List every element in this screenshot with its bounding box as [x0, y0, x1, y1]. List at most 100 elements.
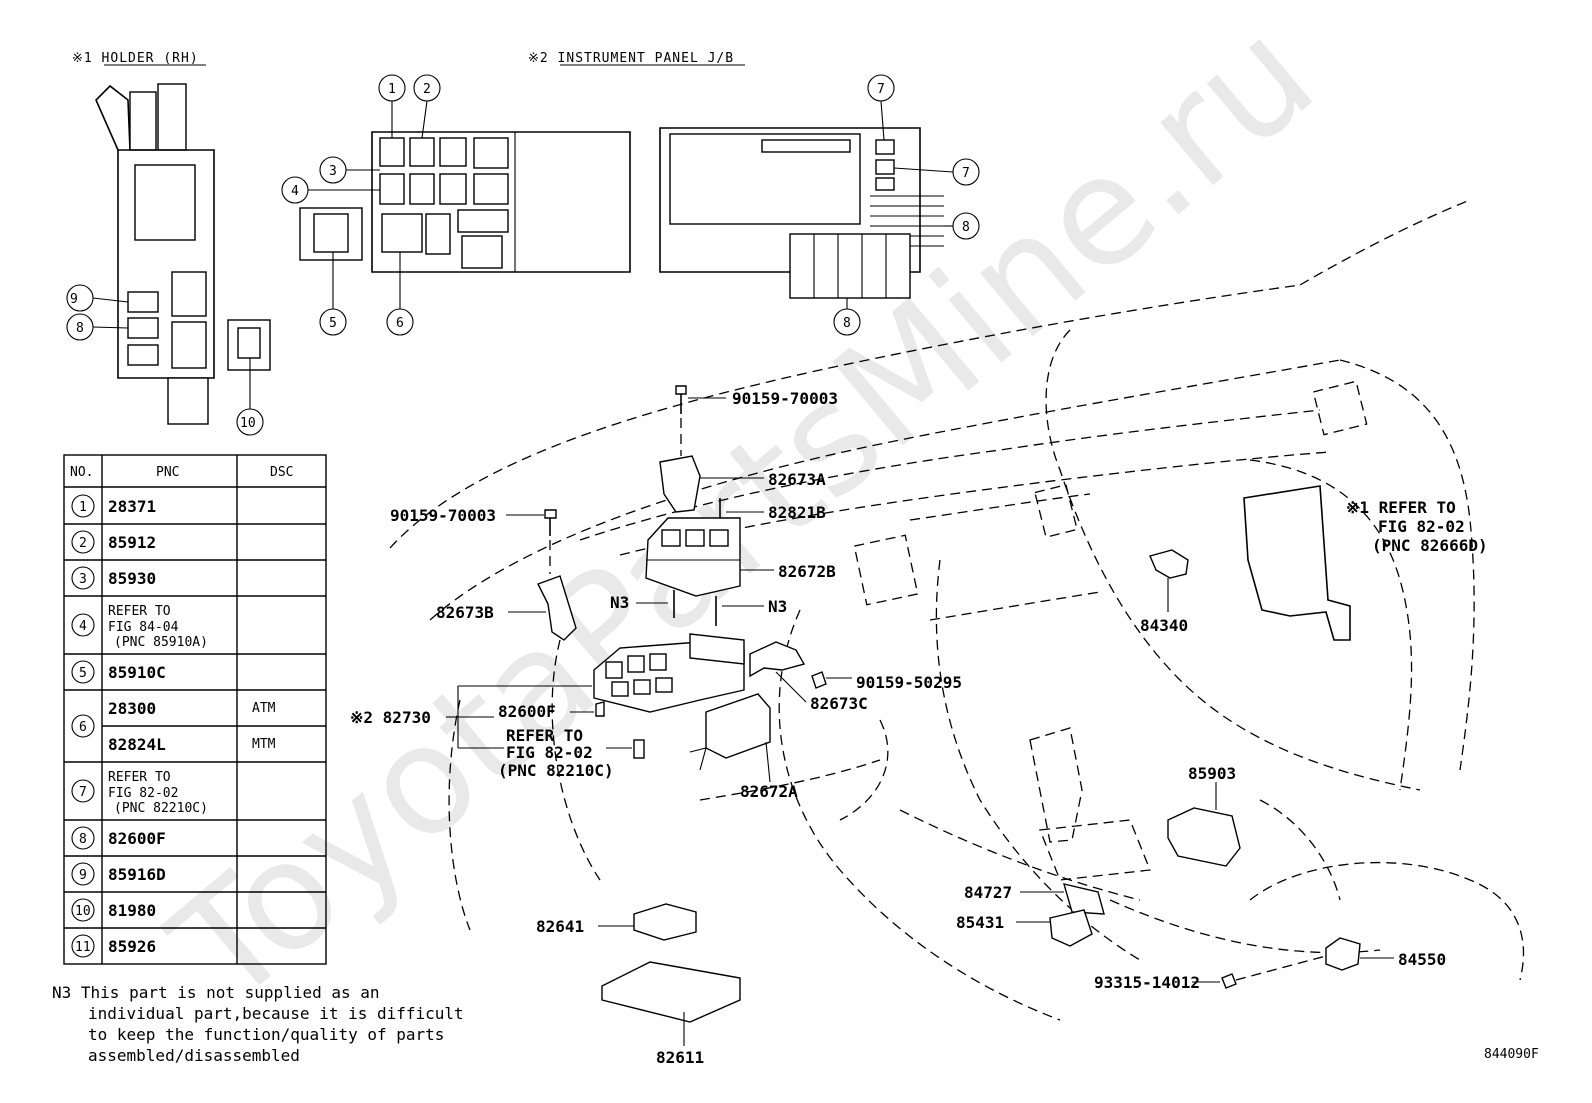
callout-5: 5 — [319, 252, 347, 336]
label-85431: 85431 — [956, 913, 1004, 932]
label-82673A: 82673A — [768, 470, 826, 489]
svg-text:7: 7 — [79, 785, 87, 800]
svg-text:2: 2 — [423, 82, 431, 97]
jb-front-drawing — [299, 131, 631, 273]
table-row-pnc: 28371 — [108, 497, 156, 516]
label-90159-50295: 90159-50295 — [856, 673, 962, 692]
callout-10: 10 — [236, 358, 264, 436]
svg-text:8: 8 — [843, 316, 851, 331]
svg-text:individual part,because it is: individual part,because it is difficult — [88, 1004, 464, 1023]
callout-8a: 8 — [944, 212, 980, 240]
table-row-refer: REFER TO — [108, 604, 171, 619]
refer-line: FIG 82-02 — [506, 743, 593, 762]
svg-text:7: 7 — [877, 82, 885, 97]
part-85903: 85903 — [1167, 764, 1241, 867]
callout-7a: 7 — [867, 74, 895, 141]
callout-11: 9 — [66, 284, 129, 312]
svg-text:4: 4 — [79, 619, 87, 634]
table-row-pnc: 85930 — [108, 569, 156, 588]
holder-rh-drawing — [95, 83, 271, 425]
table-row-refer: (PNC 82210C) — [114, 801, 208, 816]
holder-bracket — [1243, 485, 1351, 641]
bracket-82673A: 82673A — [659, 455, 826, 513]
svg-text:10: 10 — [75, 904, 91, 919]
table-row-dsc: ATM — [252, 701, 276, 716]
svg-text:9: 9 — [79, 868, 87, 883]
svg-text:to keep the function/quality o: to keep the function/quality of parts — [88, 1025, 444, 1044]
svg-text:1: 1 — [79, 500, 87, 515]
table-row-pnc: 81980 — [108, 901, 156, 920]
callout-4: 4 — [281, 176, 380, 204]
callout-6: 6 — [386, 252, 414, 336]
table-row-pnc: 28300 — [108, 699, 156, 718]
part-84550: 84550 — [1325, 937, 1446, 971]
label-82673C: 82673C — [810, 694, 868, 713]
part-85431: 85431 — [956, 909, 1093, 947]
svg-text:5: 5 — [329, 316, 337, 331]
svg-text:5: 5 — [79, 666, 87, 681]
label-93315-14012: 93315-14012 — [1094, 973, 1200, 992]
svg-text:1: 1 — [388, 82, 396, 97]
table-row-pnc: 82824L — [108, 735, 166, 754]
svg-text:8: 8 — [962, 220, 970, 235]
label-90159-70003-top: 90159-70003 — [732, 389, 838, 408]
label-84340: 84340 — [1140, 616, 1188, 635]
callout-2: 2 — [413, 74, 441, 139]
table-row-refer: REFER TO — [108, 770, 171, 785]
part-82611: 82611 — [601, 961, 741, 1067]
label-82641: 82641 — [536, 917, 584, 936]
svg-text:3: 3 — [329, 164, 337, 179]
svg-text:8: 8 — [79, 832, 87, 847]
table-header-pnc: PNC — [156, 465, 179, 480]
svg-text:N3: N3 — [768, 597, 787, 616]
svg-text:(PNC 82666D): (PNC 82666D) — [1372, 536, 1488, 555]
n3-right: N3 — [715, 596, 787, 626]
label-82600F: 82600F — [498, 702, 556, 721]
label-84727: 84727 — [964, 883, 1012, 902]
label-84550: 84550 — [1398, 950, 1446, 969]
svg-text:6: 6 — [396, 316, 404, 331]
svg-text:11: 11 — [75, 940, 91, 955]
bracket-82673C: 82673C 90159-50295 — [749, 641, 962, 713]
table-row-pnc: 85926 — [108, 937, 156, 956]
part-82641: 82641 — [536, 903, 697, 941]
table-row-pnc: 82600F — [108, 829, 166, 848]
table-row-refer: (PNC 85910A) — [114, 635, 208, 650]
label-82673B: 82673B — [436, 603, 494, 622]
jb-header: ※2 INSTRUMENT PANEL J/B — [528, 51, 734, 66]
part-84340: 84340 — [1140, 549, 1189, 635]
label-82672B: 82672B — [778, 562, 836, 581]
svg-text:N3 This part is not supplied a: N3 This part is not supplied as an — [52, 983, 380, 1002]
figure-code: 844090F — [1484, 1047, 1539, 1062]
relay-holder-82672A: 82672A — [689, 693, 798, 801]
svg-text:7: 7 — [962, 166, 970, 181]
callout-3: 3 — [319, 156, 380, 184]
svg-text:FIG 82-02: FIG 82-02 — [1378, 517, 1465, 536]
label-82672A: 82672A — [740, 782, 798, 801]
refer-82666D: ※1 REFER TO FIG 82-02 (PNC 82666D) — [1346, 498, 1488, 555]
jb-block-82730 — [593, 633, 745, 713]
bolt-90159-70003-top: 90159-70003 — [675, 385, 838, 456]
group-82730: ※2 82730 82600F REFER TO FIG 82-02 (PNC … — [350, 685, 645, 780]
holder-header: ※1 HOLDER (RH) — [72, 51, 199, 66]
svg-text:assembled/disassembled: assembled/disassembled — [88, 1046, 300, 1065]
callout-9: 8 — [66, 313, 129, 341]
svg-text:2: 2 — [79, 536, 87, 551]
table-header-no: NO. — [70, 465, 93, 480]
screw-93315-14012: 93315-14012 — [1094, 955, 1327, 992]
svg-text:N3: N3 — [610, 593, 629, 612]
svg-text:4: 4 — [291, 184, 299, 199]
bolt-90159-70003-left: 90159-70003 — [390, 506, 557, 574]
table-row-refer: FIG 84-04 — [108, 620, 179, 635]
label-82611: 82611 — [656, 1048, 704, 1067]
n3-note: N3 This part is not supplied as an indiv… — [52, 983, 464, 1065]
table-row-refer: FIG 82-02 — [108, 786, 178, 801]
callout-8b: 8 — [833, 298, 861, 336]
callout-7b: 7 — [893, 158, 980, 186]
label-82821B: 82821B — [768, 503, 826, 522]
table-row-dsc: MTM — [252, 737, 276, 752]
callout-1: 1 — [378, 74, 406, 138]
jb-rear-drawing — [659, 127, 944, 299]
